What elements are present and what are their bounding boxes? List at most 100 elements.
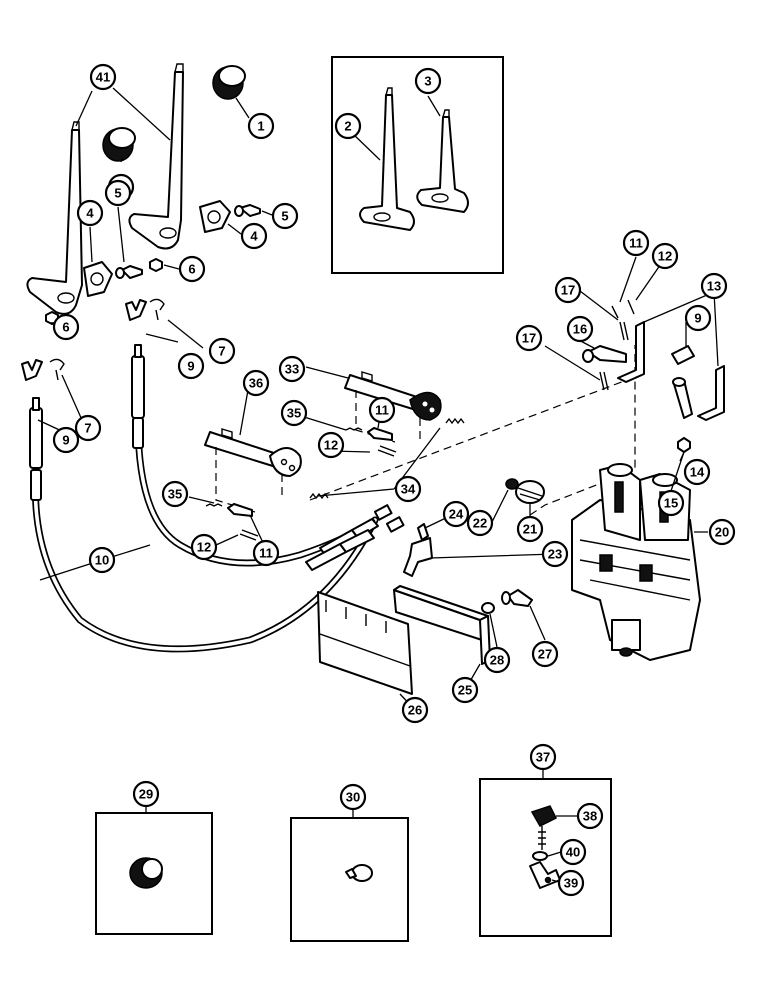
- callout-22: 22: [466, 509, 494, 537]
- callout-35-upper: 35: [280, 399, 308, 427]
- callout-35-lower: 35: [161, 480, 189, 508]
- svg-text:4: 4: [86, 206, 94, 221]
- svg-text:12: 12: [324, 438, 338, 453]
- svg-text:22: 22: [473, 516, 487, 531]
- knob-21: [515, 480, 545, 504]
- svg-text:10: 10: [95, 553, 109, 568]
- callout-6-left: 6: [52, 313, 80, 341]
- callout-23: 23: [541, 540, 569, 568]
- callout-10: 10: [88, 546, 116, 574]
- nut-upper: [149, 258, 163, 272]
- svg-text:9: 9: [62, 433, 69, 448]
- svg-text:40: 40: [566, 845, 580, 860]
- key-38: [530, 805, 558, 850]
- cotter-12: [627, 299, 635, 315]
- bolt-14: [672, 377, 693, 419]
- cross-shaft-lower: [204, 428, 302, 477]
- screw-24: [417, 523, 429, 541]
- callout-34: 34: [394, 475, 422, 503]
- callout-17-lower: 17: [515, 324, 543, 352]
- svg-text:17: 17: [561, 283, 575, 298]
- control-valve: [571, 463, 701, 661]
- callout-11-bracket: 11: [622, 229, 650, 257]
- callout-27: 27: [531, 640, 559, 668]
- callout-11-upper: 11: [368, 396, 396, 424]
- pin-lower: [227, 503, 253, 517]
- callout-11-lower: 11: [252, 539, 280, 567]
- svg-text:21: 21: [523, 522, 537, 537]
- callout-12-bracket: 12: [651, 242, 679, 270]
- inset-box-levers: [331, 56, 504, 274]
- callout-26: 26: [401, 696, 429, 724]
- spring-lower: [309, 492, 329, 500]
- svg-text:9: 9: [694, 311, 701, 326]
- callout-7-upper: 7: [208, 337, 236, 365]
- svg-text:5: 5: [281, 209, 288, 224]
- lever-right: [128, 63, 184, 250]
- svg-text:1: 1: [257, 119, 264, 134]
- clevis-lower: [21, 359, 43, 381]
- svg-text:27: 27: [538, 647, 552, 662]
- svg-text:41: 41: [96, 70, 110, 85]
- bolt-left: [115, 265, 143, 279]
- plug-30: [345, 864, 373, 882]
- callout-16: 16: [566, 315, 594, 343]
- callout-5-right: 5: [271, 202, 299, 230]
- callout-21: 21: [516, 515, 544, 543]
- cross-shaft-upper: [344, 371, 442, 421]
- svg-text:24: 24: [449, 507, 464, 522]
- svg-text:3: 3: [424, 74, 431, 89]
- svg-text:11: 11: [259, 546, 273, 561]
- callout-17-upper: 17: [554, 276, 582, 304]
- clip-lower: [49, 358, 65, 381]
- callout-13: 13: [700, 272, 728, 300]
- callout-4-left: 4: [76, 199, 104, 227]
- callout-40: 40: [559, 838, 587, 866]
- callout-1-upper: 1: [247, 112, 275, 140]
- svg-text:9: 9: [187, 359, 194, 374]
- callout-41: 41: [89, 63, 117, 91]
- small-pin-lower: [205, 503, 223, 507]
- callout-9-lower: 9: [52, 426, 80, 454]
- callout-29: 29: [132, 780, 160, 808]
- washer-40: [532, 851, 548, 861]
- svg-text:35: 35: [287, 406, 301, 421]
- small-pin-upper: [345, 427, 363, 431]
- svg-text:36: 36: [249, 376, 263, 391]
- svg-text:25: 25: [458, 683, 472, 698]
- callout-9-upper: 9: [177, 352, 205, 380]
- callout-6-right: 6: [178, 255, 206, 283]
- bracket-13: [617, 321, 725, 421]
- plate-25: [393, 585, 491, 665]
- cotter-17a: [619, 321, 629, 341]
- svg-text:12: 12: [658, 249, 672, 264]
- svg-text:2: 2: [344, 119, 351, 134]
- svg-text:23: 23: [548, 547, 562, 562]
- lever-left: [26, 121, 83, 315]
- svg-text:11: 11: [375, 403, 389, 418]
- cotter-17b: [599, 371, 609, 391]
- plug-29: [129, 857, 163, 889]
- callout-28: 28: [483, 646, 511, 674]
- svg-text:4: 4: [250, 229, 258, 244]
- svg-text:26: 26: [408, 703, 422, 718]
- svg-text:20: 20: [715, 525, 729, 540]
- callout-20: 20: [708, 518, 736, 546]
- svg-text:12: 12: [197, 540, 211, 555]
- pin-16: [582, 345, 627, 363]
- callout-7-lower: 7: [74, 414, 102, 442]
- spring-upper: [445, 417, 465, 425]
- washer-28: [481, 602, 495, 614]
- inset-box-30: [290, 817, 409, 942]
- bracket-23: [403, 537, 433, 577]
- cable-end-fittings: [305, 504, 405, 571]
- cap-22: [505, 478, 519, 490]
- callout-38: 38: [576, 802, 604, 830]
- svg-text:30: 30: [346, 790, 360, 805]
- cotter-lower: [239, 529, 259, 541]
- svg-text:17: 17: [522, 331, 536, 346]
- plate-26: [317, 591, 413, 695]
- callout-39: 39: [557, 869, 585, 897]
- callout-12-lower: 12: [190, 533, 218, 561]
